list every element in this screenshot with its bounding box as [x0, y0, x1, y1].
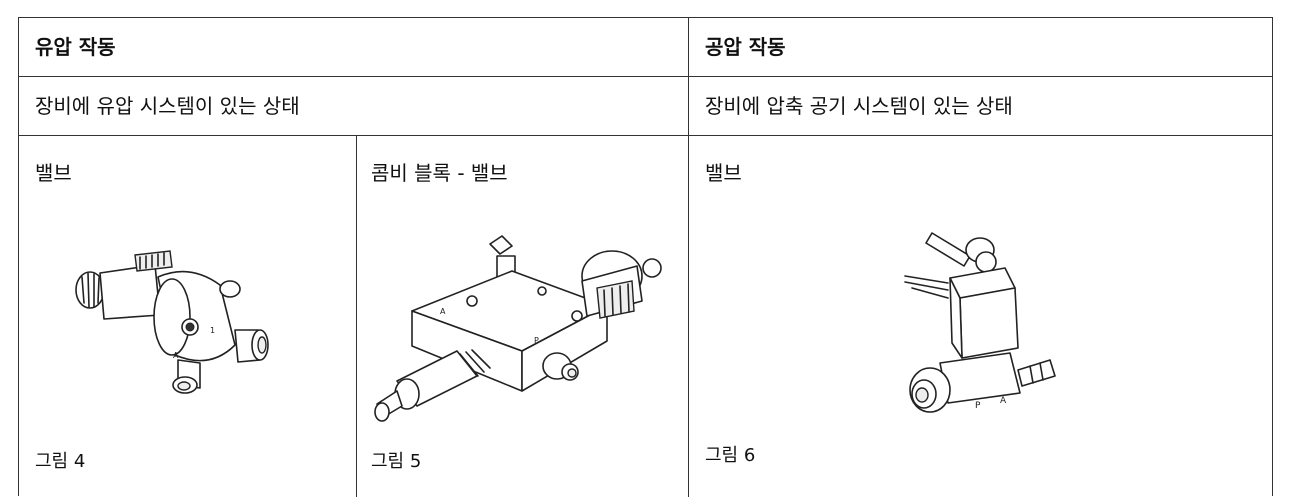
hydraulic-valve-illustration: 1 A — [60, 245, 310, 395]
svg-text:A: A — [440, 307, 446, 316]
pneumatic-system-description: 장비에 압축 공기 시스템이 있는 상태 — [705, 94, 1013, 118]
row-divider-subheader — [19, 135, 1272, 136]
combi-block-valve-illustration: A P — [372, 226, 672, 426]
combi-block-valve-cell-title: 콤비 블록 - 밸브 — [371, 161, 508, 185]
hydraulic-system-description: 장비에 유압 시스템이 있는 상태 — [35, 94, 300, 118]
figure-5-caption: 그림 5 — [371, 451, 422, 472]
svg-text:P: P — [534, 336, 539, 345]
valve-cell-title: 밸브 — [35, 161, 72, 185]
svg-text:P: P — [975, 401, 981, 411]
figure-6-caption: 그림 6 — [705, 445, 756, 466]
pneumatic-operation-title: 공압 작동 — [705, 35, 786, 59]
operation-table: 유압 작동 공압 작동 장비에 유압 시스템이 있는 상태 장비에 압축 공기 … — [18, 17, 1273, 497]
row-divider-header — [19, 76, 1272, 77]
pneumatic-valve-cell-title: 밸브 — [705, 161, 742, 185]
svg-text:1: 1 — [210, 326, 215, 335]
column-divider-sub — [356, 135, 357, 497]
pneumatic-valve-illustration: P A — [900, 218, 1100, 418]
hydraulic-operation-title: 유압 작동 — [35, 35, 116, 59]
figure-4-caption: 그림 4 — [35, 451, 86, 472]
column-divider-main — [688, 18, 689, 497]
svg-text:A: A — [1000, 396, 1007, 406]
svg-text:A: A — [173, 351, 179, 360]
